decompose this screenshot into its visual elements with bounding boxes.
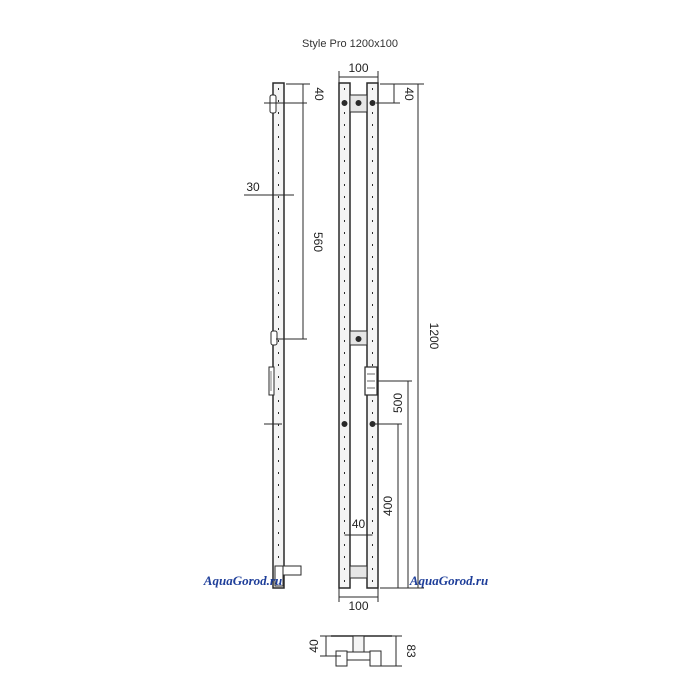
dim-top-width-label: 100 (348, 61, 368, 75)
dim-inner-offset-label: 40 (352, 517, 366, 531)
mount-point-top-center (355, 100, 362, 106)
mount-point-top-left (341, 100, 348, 106)
dim-top-offset-side-label: 40 (312, 87, 326, 101)
bottom-right-foot (369, 650, 382, 667)
side-top-mount (269, 94, 277, 114)
mount-point-top-right (369, 100, 376, 106)
watermark-left: AquaGorod.ru (203, 573, 282, 588)
dim-bracket-depth-label: 40 (307, 639, 321, 653)
side-control-box (268, 366, 275, 396)
dim-bracket-height-label: 83 (404, 644, 418, 658)
front-left-rail (338, 82, 351, 589)
drawing-title: Style Pro 1200x100 (302, 38, 398, 50)
mount-point-middle (355, 336, 362, 342)
mount-point-lower-left (341, 421, 348, 427)
dim-mount-spacing-label: 560 (311, 232, 325, 252)
bottom-bracket-stem (352, 635, 365, 653)
dim-lower-mount-height-label: 400 (381, 496, 395, 516)
front-bottom-crossbar (349, 565, 368, 579)
dim-bottom-width-label: 100 (348, 599, 368, 613)
front-view (338, 71, 424, 602)
bottom-left-foot (335, 650, 348, 667)
bottom-view (320, 635, 402, 667)
dim-wall-gap-label: 30 (246, 180, 260, 194)
side-middle-mount (270, 330, 278, 346)
front-right-rail (366, 82, 379, 589)
mount-point-lower-right (369, 421, 376, 427)
dim-total-height-label: 1200 (427, 323, 441, 350)
dim-lower-bracket-height-label: 500 (391, 393, 405, 413)
dim-top-offset-front-label: 40 (402, 87, 416, 101)
side-view (244, 82, 310, 589)
watermark-right: AquaGorod.ru (409, 573, 488, 588)
